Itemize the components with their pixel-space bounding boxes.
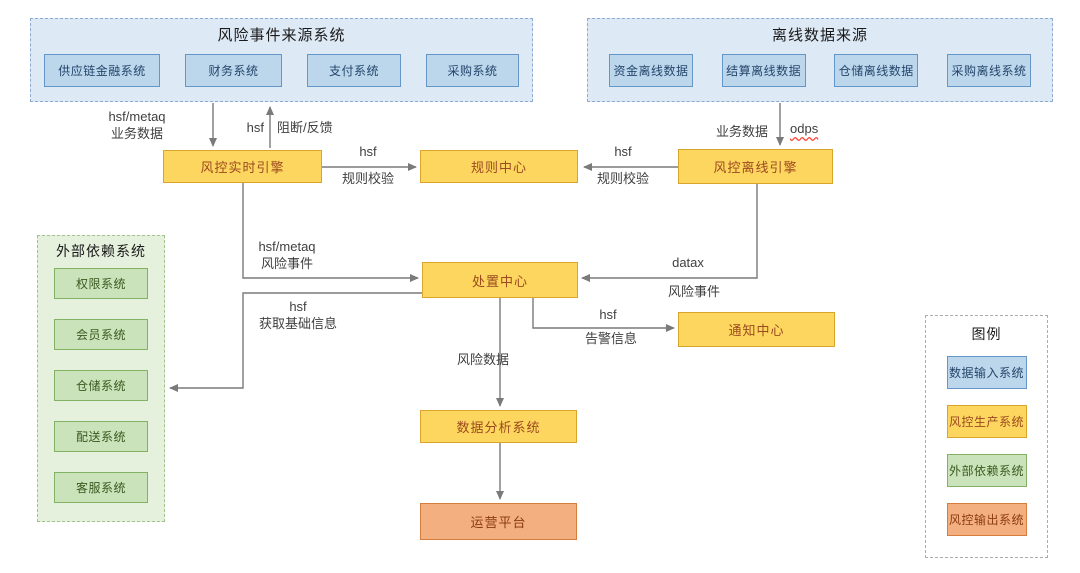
- edge-label-realtime-input: hsf/metaq 业务数据: [98, 108, 176, 142]
- node-realtime-risk-engine: 风控实时引擎: [163, 150, 322, 183]
- source-box-settlement-offline: 结算离线数据: [721, 54, 806, 87]
- group-title: 风险事件来源系统: [217, 27, 346, 44]
- group-row: 供应链金融系统 财务系统 支付系统 采购系统: [31, 45, 532, 87]
- edge-label-get-basic-info: hsf 获取基础信息: [252, 298, 344, 332]
- group-offline-data-sources: 离线数据来源 资金离线数据 结算离线数据 仓储离线数据 采购离线系统: [587, 18, 1053, 102]
- edge-label-risk-data: 风险数据: [456, 352, 509, 367]
- edge-text: 获取基础信息: [258, 316, 337, 331]
- legend-item-risk-production: 风控生产系统: [946, 405, 1027, 438]
- edge-label-rule-check-left-protocol: hsf: [359, 144, 377, 159]
- edge-label-rule-check-right: 规则校验: [596, 171, 649, 186]
- source-box-funds-offline: 资金离线数据: [609, 54, 693, 87]
- legend-item-data-input: 数据输入系统: [946, 356, 1027, 389]
- edge-label-block-feedback: 阻断/反馈: [277, 120, 333, 135]
- edge-label-rule-check-right-protocol: hsf: [614, 144, 632, 159]
- edge-text: 业务数据: [110, 126, 163, 141]
- node-notification-center: 通知中心: [678, 312, 835, 347]
- source-box-warehouse-offline: 仓储离线数据: [834, 54, 919, 87]
- group-risk-event-sources: 风险事件来源系统 供应链金融系统 财务系统 支付系统 采购系统: [30, 18, 533, 102]
- external-box-customer-service: 客服系统: [54, 472, 148, 503]
- edge-label-datax-protocol: datax: [672, 255, 704, 270]
- source-box-procurement: 采购系统: [426, 54, 519, 87]
- source-box-payment: 支付系统: [307, 54, 401, 87]
- external-box-warehouse: 仓储系统: [54, 370, 148, 401]
- legend-item-risk-output: 风控输出系统: [946, 503, 1027, 536]
- edge-label-rule-check-left: 规则校验: [341, 171, 394, 186]
- edge-label-block-protocol: hsf: [246, 120, 264, 135]
- group-row: 资金离线数据 结算离线数据 仓储离线数据 采购离线系统: [588, 45, 1052, 87]
- legend: 图例 数据输入系统 风控生产系统 外部依赖系统 风控输出系统: [925, 315, 1048, 558]
- node-operation-platform: 运营平台: [420, 503, 577, 540]
- source-box-finance: 财务系统: [185, 54, 282, 87]
- legend-title: 图例: [971, 326, 1002, 342]
- edge-label-odps: odps: [790, 121, 819, 136]
- node-rule-center: 规则中心: [420, 150, 578, 183]
- edge-text: 风险事件: [260, 256, 313, 271]
- legend-column: 数据输入系统 风控生产系统 外部依赖系统 风控输出系统: [926, 356, 1047, 536]
- edge-protocol: hsf: [289, 299, 307, 314]
- node-data-analysis-system: 数据分析系统: [420, 410, 577, 443]
- external-box-permission: 权限系统: [54, 268, 148, 299]
- group-title: 外部依赖系统: [56, 243, 146, 259]
- edge-label-realtime-risk-event: hsf/metaq 风险事件: [248, 238, 326, 272]
- external-box-member: 会员系统: [54, 319, 148, 350]
- group-title: 离线数据来源: [771, 27, 868, 44]
- legend-item-external-dependency: 外部依赖系统: [946, 454, 1027, 487]
- node-disposal-center: 处置中心: [422, 262, 578, 298]
- source-box-procurement-offline: 采购离线系统: [946, 54, 1031, 87]
- source-box-supply-chain-finance: 供应链金融系统: [44, 54, 160, 87]
- external-box-delivery: 配送系统: [54, 421, 148, 452]
- edge-label-alarm-info: 告警信息: [584, 331, 637, 346]
- edge-label-datax-risk-event: 风险事件: [667, 284, 720, 299]
- group-column: 权限系统 会员系统 仓储系统 配送系统 客服系统: [38, 268, 164, 503]
- edge-label-alarm-protocol: hsf: [599, 307, 617, 322]
- group-external-dependencies: 外部依赖系统 权限系统 会员系统 仓储系统 配送系统 客服系统: [37, 235, 165, 522]
- edge-protocol: hsf/metaq: [258, 239, 316, 254]
- edge-protocol: hsf/metaq: [108, 109, 166, 124]
- node-offline-risk-engine: 风控离线引擎: [678, 149, 833, 184]
- edge-label-offline-input: 业务数据: [715, 124, 768, 139]
